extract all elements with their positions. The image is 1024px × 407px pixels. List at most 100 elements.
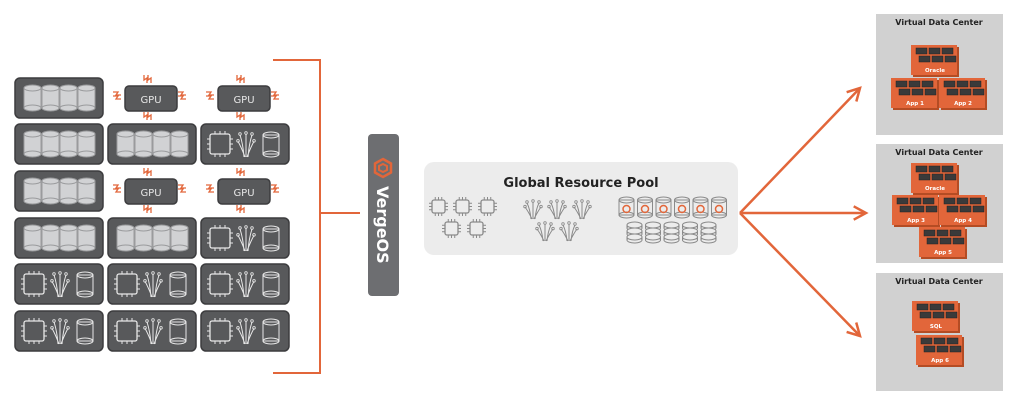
- network-node: [159, 326, 163, 330]
- cpu-chip-icon: [21, 271, 47, 297]
- network-lines: [51, 321, 69, 345]
- network-node: [563, 204, 567, 209]
- network-node: [236, 326, 240, 330]
- database-layer: [700, 233, 717, 244]
- disk-top: [23, 177, 42, 185]
- disk-body: [711, 199, 727, 216]
- vm-icon: [908, 80, 921, 88]
- network-lines: [573, 202, 591, 220]
- cpu-chip-icon: [453, 197, 472, 216]
- server-chassis: [200, 263, 290, 305]
- vm-icon: [918, 173, 931, 181]
- disk-bottom: [76, 290, 94, 298]
- network-icon: [236, 225, 256, 252]
- compute-server: [200, 310, 290, 352]
- network-lines: [548, 202, 566, 220]
- disk-top: [700, 221, 717, 229]
- disk-bottom: [59, 197, 78, 205]
- network-node: [64, 272, 68, 276]
- vm-icon: [956, 80, 969, 88]
- disk-bottom: [116, 244, 135, 252]
- network-node: [250, 319, 254, 323]
- disk-top: [663, 233, 680, 241]
- global-resource-pool: Global Resource Pool: [424, 162, 738, 255]
- disk-bottom: [134, 244, 153, 252]
- disk-icon: [41, 177, 60, 205]
- compute-server: [200, 217, 290, 259]
- disk-body: [76, 321, 94, 342]
- vdc-title: Virtual Data Center: [895, 18, 982, 27]
- cpu-chip-icon: [207, 318, 233, 344]
- disk-top: [77, 130, 96, 138]
- vm-icon: [909, 197, 922, 205]
- vm-icon: [912, 205, 925, 213]
- network-node: [52, 272, 56, 276]
- disk-top: [59, 130, 78, 138]
- database-layer: [682, 233, 698, 244]
- disk-activity-icon: [640, 204, 650, 214]
- vm-group-label: App 1: [906, 101, 924, 107]
- network-node: [537, 222, 541, 226]
- disk-top: [618, 196, 635, 204]
- power-bolt-icon: [236, 75, 245, 83]
- network-node: [250, 226, 254, 230]
- disk-body: [655, 199, 672, 216]
- vm-icon: [911, 88, 924, 96]
- disk-bottom: [77, 244, 96, 252]
- vm-group: SQL: [912, 301, 960, 333]
- vm-icon: [946, 205, 959, 213]
- storage-server: [14, 123, 104, 165]
- gpu-module: GPU: [113, 75, 186, 120]
- disk-icon: [41, 224, 60, 252]
- disk-top: [77, 224, 96, 232]
- cpu-chip-icon: [114, 318, 140, 344]
- vm-icon: [952, 237, 965, 245]
- bracket-connector: [273, 59, 360, 374]
- gpu-label: GPU: [233, 188, 254, 199]
- disk-bottom: [262, 244, 280, 252]
- pool-title: Global Resource Pool: [503, 176, 658, 191]
- disk-top: [655, 196, 672, 204]
- disk-bottom: [59, 244, 78, 252]
- disk-top: [262, 131, 280, 139]
- network-node: [549, 222, 553, 226]
- disk-top: [674, 196, 690, 204]
- network-node: [244, 318, 248, 322]
- compute-server: [200, 123, 290, 165]
- vm-icon: [949, 345, 962, 353]
- cpu-chip-icon: [207, 271, 233, 297]
- power-bolt-icon: [178, 91, 186, 100]
- vm-group: App 6: [916, 335, 964, 367]
- disk-bottom: [262, 337, 280, 345]
- network-node: [244, 131, 248, 135]
- chip-pins: [207, 131, 233, 157]
- server-chassis: [107, 263, 197, 305]
- vm-icon: [944, 55, 957, 63]
- arrow-head-icon: [853, 205, 869, 221]
- disk-top: [169, 271, 187, 279]
- disk-top: [152, 224, 171, 232]
- cpu-chip-icon: [207, 225, 233, 251]
- disk-body: [76, 274, 94, 295]
- disk-top: [169, 318, 187, 326]
- compute-server: [14, 310, 104, 352]
- disk-top: [41, 130, 60, 138]
- disk-top: [626, 221, 643, 229]
- disk-icon: [77, 84, 96, 112]
- disk-top: [59, 84, 78, 92]
- vm-icon: [941, 47, 954, 55]
- vm-icon: [936, 345, 949, 353]
- disk-icon: [262, 225, 280, 252]
- vm-icon: [922, 197, 935, 205]
- database-layer: [645, 233, 661, 244]
- database-icon: [700, 221, 717, 244]
- disk-icon: [41, 84, 60, 112]
- cpu-chip-icon: [478, 197, 497, 216]
- network-lines: [51, 274, 69, 298]
- network-node: [145, 319, 149, 323]
- disk-bottom: [77, 150, 96, 158]
- disk-top: [23, 84, 42, 92]
- disk-body: [618, 199, 635, 216]
